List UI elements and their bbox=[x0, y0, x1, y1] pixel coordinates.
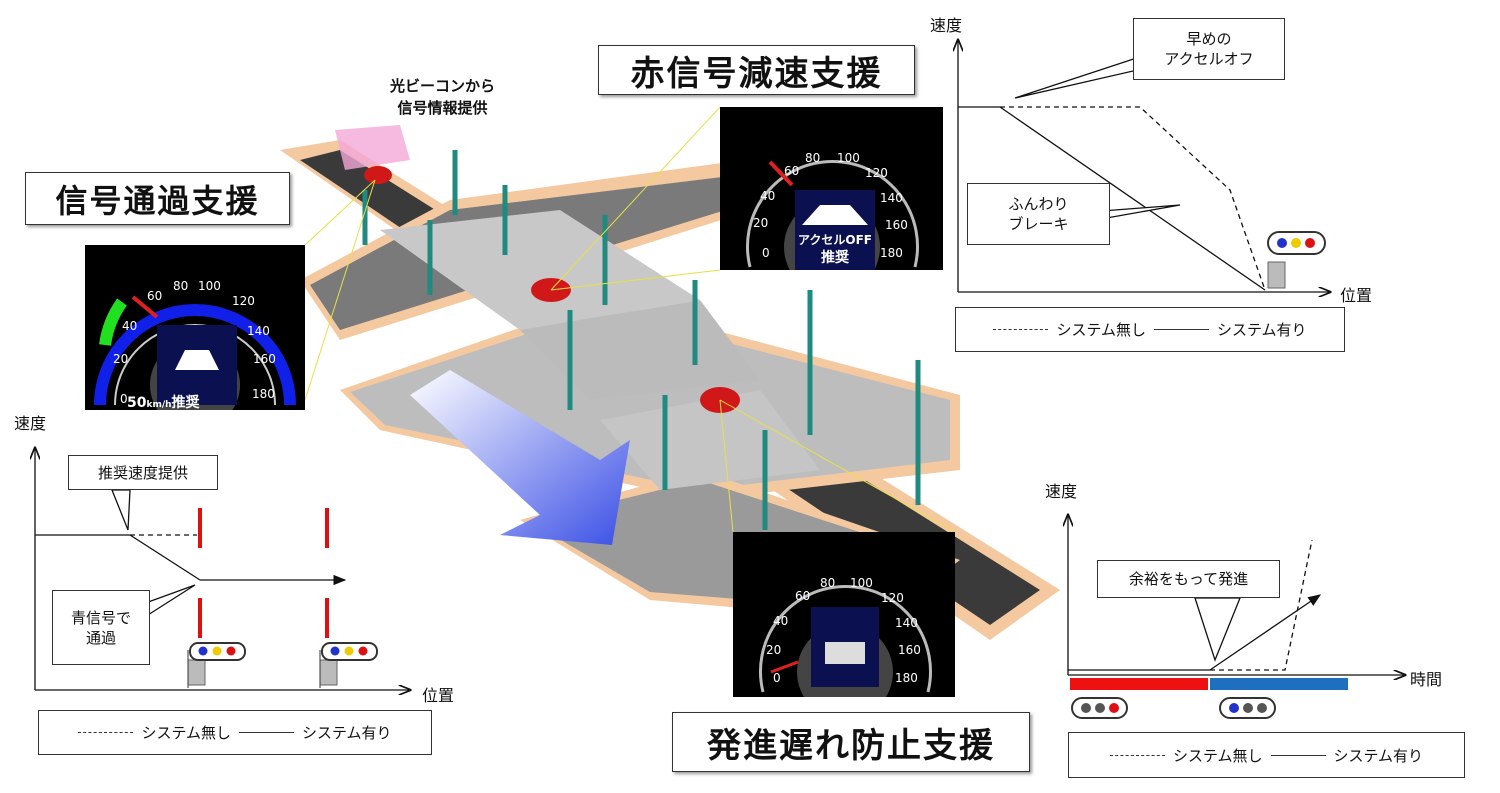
chart-top-right-xlabel: 位置 bbox=[1340, 286, 1373, 305]
chart-bottom-right-xlabel: 時間 bbox=[1410, 670, 1443, 689]
legend-solid-line bbox=[239, 732, 294, 733]
legend-dash-line bbox=[78, 732, 134, 733]
svg-text:80: 80 bbox=[820, 576, 835, 590]
speedometer-top: アクセルOFF 推奨 0 20 40 60 80 100 120 140 160 180 bbox=[720, 107, 943, 295]
legend-solid-line bbox=[1154, 329, 1209, 330]
chart-bottom-left-xlabel: 位置 bbox=[422, 686, 455, 705]
svg-text:0: 0 bbox=[773, 671, 781, 685]
svg-text:140: 140 bbox=[247, 324, 270, 338]
svg-text:40: 40 bbox=[773, 614, 788, 628]
svg-text:0: 0 bbox=[120, 392, 128, 406]
svg-text:120: 120 bbox=[881, 591, 904, 605]
title-signal-pass: 信号通過支援 bbox=[25, 172, 290, 225]
svg-text:0: 0 bbox=[762, 246, 770, 260]
traffic-light-poles bbox=[362, 150, 921, 530]
beacon-label-line2: 信号情報提供 bbox=[397, 99, 488, 117]
legend-bottom-left: システム無し システム有り bbox=[38, 710, 432, 755]
speedometer-left: 50km/h推奨 0 20 40 60 80 100 120 140 160 180 bbox=[85, 245, 305, 430]
chart-bottom-left-ylabel: 速度 bbox=[14, 414, 47, 433]
legend-top-right: システム無し システム有り bbox=[955, 307, 1345, 352]
legend-no-system: システム無し bbox=[1172, 746, 1263, 765]
legend-dash-line bbox=[993, 329, 1049, 330]
chart-bottom-right-lines bbox=[1068, 515, 1405, 675]
speedometer-bottom: 0 20 40 60 80 100 120 140 160 180 bbox=[733, 532, 955, 720]
svg-text:20: 20 bbox=[766, 643, 781, 657]
gauge-dial: 50km/h推奨 0 20 40 60 80 100 120 140 160 180 bbox=[94, 279, 296, 430]
legend-with-system: システム有り bbox=[1217, 321, 1307, 339]
gauge-top-line1: アクセルOFF bbox=[798, 233, 872, 247]
svg-text:60: 60 bbox=[795, 589, 810, 603]
legend-solid-line bbox=[1270, 754, 1326, 756]
traffic-light-top-right bbox=[1267, 231, 1326, 289]
callout-line: 早めの bbox=[1186, 30, 1232, 48]
svg-text:180: 180 bbox=[252, 387, 275, 401]
gauge-dial: 0 20 40 60 80 100 120 140 160 180 bbox=[759, 576, 932, 720]
svg-text:160: 160 bbox=[253, 352, 276, 366]
callout-early-acceloff: 早めの アクセルオフ bbox=[1133, 18, 1285, 80]
title-start-delay: 発進遅れ防止支援 bbox=[672, 712, 1030, 772]
red-cars bbox=[364, 166, 740, 413]
svg-text:160: 160 bbox=[898, 643, 921, 657]
callout-soft-brake: ふんわり ブレーキ bbox=[967, 183, 1110, 245]
traffic-lights-bottom-right bbox=[1071, 697, 1276, 719]
svg-text:180: 180 bbox=[895, 671, 918, 685]
svg-text:100: 100 bbox=[850, 576, 873, 590]
svg-text:120: 120 bbox=[865, 166, 888, 180]
callout-recommended-speed: 推奨速度提供 bbox=[68, 455, 218, 490]
callout-line: ブレーキ bbox=[1008, 215, 1069, 233]
beacon-label: 光ビーコンから 信号情報提供 bbox=[390, 75, 495, 119]
svg-text:160: 160 bbox=[885, 218, 908, 232]
chart-bottom-right-ylabel: 速度 bbox=[1045, 482, 1078, 501]
signal-markers bbox=[198, 508, 329, 640]
callout-relaxed-start: 余裕をもって発進 bbox=[1097, 560, 1280, 598]
blue-direction-arrow bbox=[410, 370, 630, 545]
gauge-top-line2: 推奨 bbox=[821, 249, 850, 266]
svg-text:40: 40 bbox=[122, 319, 137, 333]
svg-text:100: 100 bbox=[198, 279, 221, 293]
legend-with-system: システム有り bbox=[1333, 746, 1424, 765]
gauge-ticks: 0 20 40 60 80 100 120 140 160 180 bbox=[753, 151, 908, 260]
svg-text:140: 140 bbox=[895, 616, 918, 630]
callout-line: アクセルオフ bbox=[1164, 50, 1254, 68]
gauge-left-speed-text: 50km/h推奨 bbox=[127, 394, 201, 410]
legend-no-system: システム無し bbox=[141, 724, 231, 742]
beacon-label-line1: 光ビーコンから bbox=[390, 77, 496, 95]
callout-line: ふんわり bbox=[1008, 195, 1069, 213]
svg-text:140: 140 bbox=[880, 191, 903, 205]
title-red-decel: 赤信号減速支援 bbox=[598, 45, 915, 95]
traffic-lights-bottom-left bbox=[187, 642, 378, 688]
green-phase-bar bbox=[1210, 678, 1348, 690]
callout-line: 青信号で bbox=[70, 608, 131, 627]
svg-text:80: 80 bbox=[173, 279, 188, 293]
legend-bottom-right: システム無し システム有り bbox=[1068, 732, 1465, 778]
svg-text:100: 100 bbox=[837, 151, 860, 165]
projection-lines bbox=[304, 106, 956, 533]
callout-green-pass: 青信号で 通過 bbox=[52, 590, 150, 665]
svg-text:60: 60 bbox=[147, 289, 162, 303]
svg-text:40: 40 bbox=[760, 189, 775, 203]
legend-with-system: システム有り bbox=[302, 724, 392, 742]
chart-top-right-ylabel: 速度 bbox=[930, 16, 963, 35]
chart-bottom-left-lines bbox=[35, 448, 410, 690]
callout-line: 通過 bbox=[85, 628, 116, 647]
gauge-ticks: 0 20 40 60 80 100 120 140 160 180 bbox=[113, 279, 276, 406]
legend-dash-line bbox=[1109, 754, 1165, 756]
gauge-ticks: 0 20 40 60 80 100 120 140 160 180 bbox=[766, 576, 921, 685]
red-phase-bar bbox=[1070, 678, 1208, 690]
legend-no-system: システム無し bbox=[1056, 321, 1146, 339]
svg-text:180: 180 bbox=[880, 246, 903, 260]
svg-text:20: 20 bbox=[113, 352, 128, 366]
svg-text:80: 80 bbox=[805, 151, 820, 165]
svg-text:120: 120 bbox=[232, 294, 255, 308]
svg-text:60: 60 bbox=[784, 164, 799, 178]
svg-text:20: 20 bbox=[753, 216, 768, 230]
